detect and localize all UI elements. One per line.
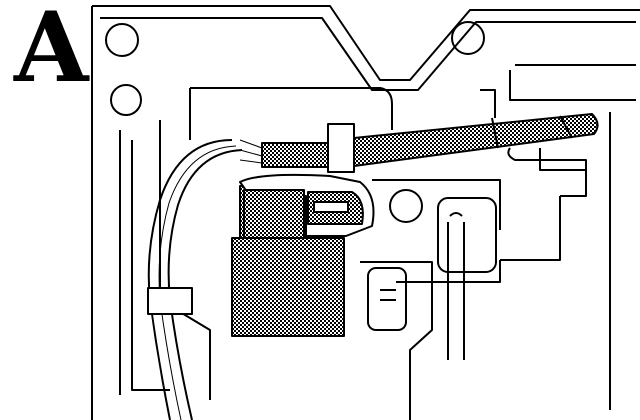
hose-bracket-tab [539,148,586,171]
connector-small [261,142,329,168]
hose-bracket [480,89,587,197]
housing-outline [91,5,640,420]
housing-step [509,64,636,101]
solenoid-lower [231,237,345,337]
valve-body-lines [372,112,611,410]
valve-body-frame [360,260,501,420]
valve-port-right [437,197,497,273]
hose-sleeve [353,113,599,167]
hose-sleeve-end [491,115,573,149]
wire-harness-inner [167,149,243,420]
valve-detail [380,289,396,301]
connector-small-pins [239,139,263,164]
mounting-hole-top-right [451,21,485,55]
valve-port-left [367,267,407,331]
wire-harness-center [158,145,237,420]
wire-harness-outer [147,139,233,420]
clip-bracket [327,123,355,173]
panel-label: A [14,0,89,104]
solenoid-cap-window [313,201,349,213]
wire-clip [147,287,193,315]
solenoid-upper-hatch [243,189,305,239]
housing-inner-outline [100,17,636,91]
mounting-hole-top-left [105,23,139,57]
inner-rib [119,130,170,395]
mounting-hole-left [110,84,142,116]
valve-stem [447,212,465,360]
mounting-hole-center [389,189,423,223]
